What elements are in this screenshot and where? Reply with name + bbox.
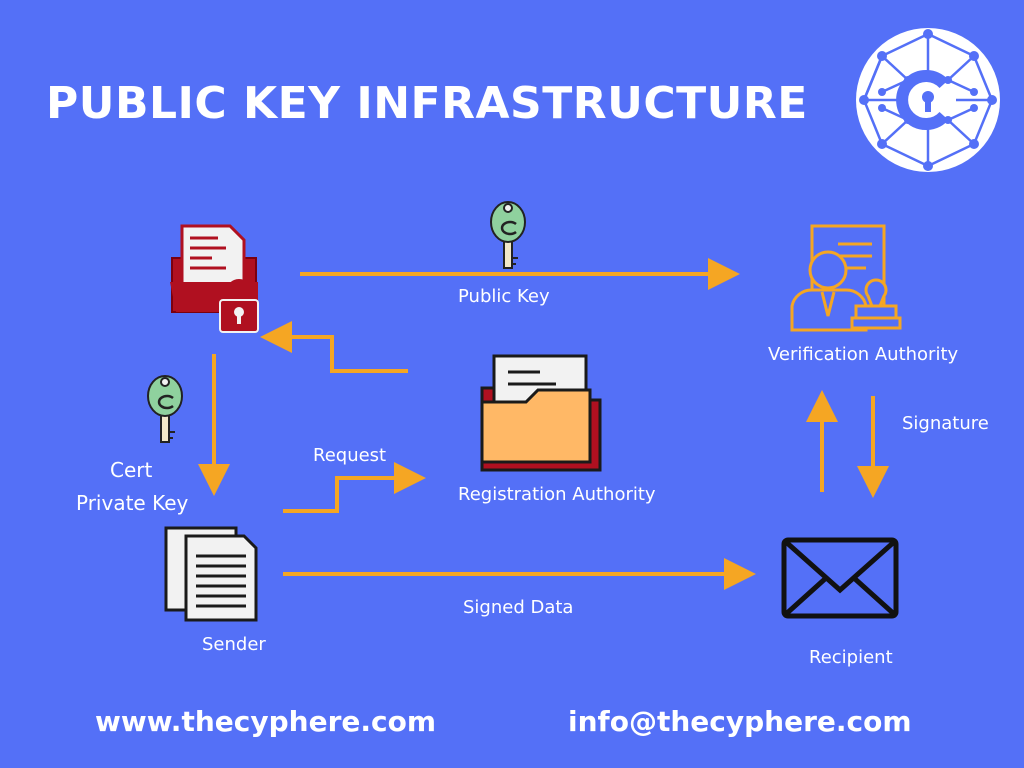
signature-label: Signature xyxy=(902,413,989,434)
officer-stamp-icon xyxy=(790,224,902,332)
verification-authority-label: Verification Authority xyxy=(768,344,959,365)
documents-icon xyxy=(164,526,258,622)
arrow-request xyxy=(283,462,426,513)
public-key-label: Public Key xyxy=(458,286,550,307)
cert-label: Cert xyxy=(110,458,153,482)
key-icon xyxy=(147,375,183,443)
sender-label: Sender xyxy=(202,634,266,655)
website-link[interactable]: www.thecyphere.com xyxy=(95,705,437,738)
registration-authority-label: Registration Authority xyxy=(458,484,656,505)
recipient-label: Recipient xyxy=(809,647,893,668)
private-key-label: Private Key xyxy=(76,491,189,515)
signed-data-label: Signed Data xyxy=(463,597,574,618)
cyphere-logo-icon xyxy=(856,28,1000,172)
email-link[interactable]: info@thecyphere.com xyxy=(568,705,912,738)
key-icon xyxy=(490,201,526,269)
envelope-icon xyxy=(781,537,899,619)
arrow-ra-to-ca xyxy=(260,321,408,373)
locked-folder-icon xyxy=(170,224,259,333)
page-title: PUBLIC KEY INFRASTRUCTURE xyxy=(46,78,808,129)
request-label: Request xyxy=(313,445,387,466)
open-folder-icon xyxy=(480,354,602,472)
